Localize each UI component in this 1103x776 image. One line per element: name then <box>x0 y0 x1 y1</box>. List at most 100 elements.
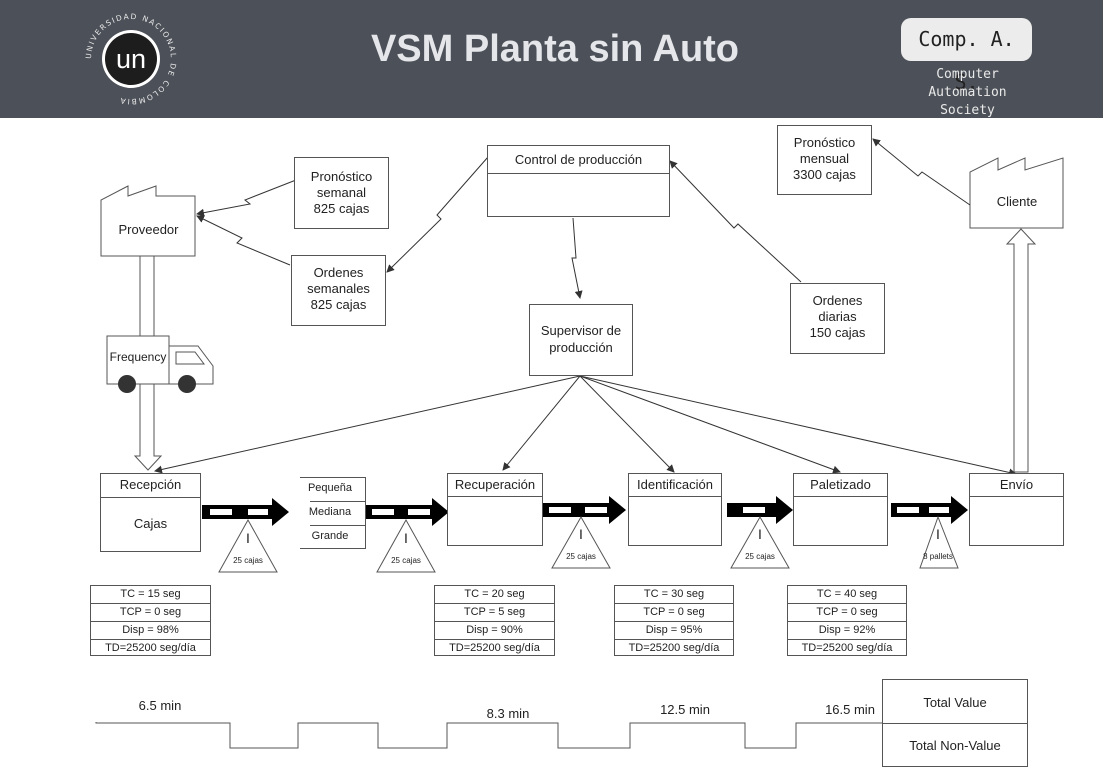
data-tcp: TCP = 0 seg <box>788 604 906 622</box>
data-box: TC = 15 seg TCP = 0 seg Disp = 98% TD=25… <box>90 585 211 656</box>
inventory-label: 25 cajas <box>745 552 775 561</box>
control-produccion-box: Control de producción <box>487 145 670 217</box>
inventory-triangle <box>730 515 790 569</box>
push-arrow <box>891 496 968 524</box>
inventory-label: 25 cajas <box>566 552 596 561</box>
timeline-time: 8.3 min <box>486 706 530 721</box>
control-produccion-label: Control de producción <box>514 152 643 167</box>
process-name: Recuperación <box>454 477 536 492</box>
brand-badge: Comp. A. S. <box>901 18 1032 94</box>
info-arrow <box>196 179 297 217</box>
size-separator: Pequeña Mediana Grande <box>300 477 366 549</box>
inventory-label: 8 pallets <box>923 552 953 561</box>
inventory-label: 25 cajas <box>233 556 263 565</box>
proveedor-factory: Proveedor <box>101 196 196 257</box>
push-arrow <box>727 496 793 524</box>
size-item: Grande <box>311 530 349 542</box>
process-identificacion: Identificación <box>628 473 722 546</box>
data-tc: TC = 40 seg <box>788 586 906 604</box>
totals-box: Total Value Total Non-Value <box>882 679 1028 767</box>
inventory-glyph: I <box>579 526 583 542</box>
inventory-triangle <box>218 518 278 573</box>
process-name: Envío <box>999 477 1034 492</box>
data-disp: Disp = 98% <box>91 622 210 640</box>
page-title: VSM Planta sin Auto <box>370 28 740 70</box>
data-td: TD=25200 seg/día <box>105 642 196 654</box>
supervisor-text: Supervisor de producción <box>540 323 622 355</box>
inventory-glyph: I <box>404 530 408 546</box>
cliente-factory-icon <box>969 157 1064 229</box>
pronostico-semanal-box: Pronóstico semanal 825 cajas <box>294 157 389 229</box>
timeline <box>95 722 883 749</box>
process-name: Identificación <box>637 477 713 492</box>
pronostico-semanal-text: Pronóstico semanal 825 cajas <box>310 169 373 216</box>
header-bar: UNIVERSIDAD NACIONAL DE COLOMBIA un VSM … <box>0 0 1103 118</box>
size-item: Pequeña <box>307 482 353 494</box>
data-td: TD=25200 seg/día <box>628 642 720 654</box>
data-box: TC = 40 seg TCP = 0 seg Disp = 92% TD=25… <box>787 585 907 656</box>
data-td: TD=25200 seg/día <box>449 642 540 654</box>
data-disp: Disp = 92% <box>788 622 906 640</box>
data-tcp: TCP = 0 seg <box>91 604 210 622</box>
process-paletizado: Paletizado <box>793 473 888 546</box>
info-arrow <box>386 156 489 273</box>
timeline-time: 12.5 min <box>660 702 710 717</box>
data-tcp: TCP = 0 seg <box>615 604 733 622</box>
supervisor-arrow <box>579 375 675 473</box>
timeline-time: 16.5 min <box>825 702 875 717</box>
ordenes-semanales-text: Ordenes semanales 825 cajas <box>307 265 370 312</box>
data-box: TC = 20 seg TCP = 5 seg Disp = 90% TD=25… <box>434 585 555 656</box>
process-recuperacion: Recuperación <box>447 473 543 546</box>
process-envio: Envío <box>969 473 1064 546</box>
data-tc: TC = 30 seg <box>615 586 733 604</box>
info-arrow <box>669 160 802 283</box>
inventory-triangle <box>919 515 959 569</box>
data-disp: Disp = 90% <box>435 622 554 640</box>
inventory-glyph: I <box>246 530 250 546</box>
supervisor-box: Supervisor de producción <box>529 304 633 376</box>
pronostico-mensual-box: Pronóstico mensual 3300 cajas <box>777 125 872 195</box>
truck-frequency-label: Frequency <box>109 350 167 364</box>
size-item: Mediana <box>308 506 352 518</box>
process-recepcion: Recepción Cajas <box>100 473 201 552</box>
data-disp: Disp = 95% <box>615 622 733 640</box>
brand-subtitle: Computer Automation Society <box>928 67 1007 118</box>
cliente-label: Cliente <box>996 194 1038 209</box>
ordenes-semanales-box: Ordenes semanales 825 cajas <box>291 255 386 326</box>
info-arrow <box>571 217 583 299</box>
supervisor-arrow <box>502 375 581 471</box>
supervisor-arrow <box>579 375 841 474</box>
process-name: Recepción <box>119 477 182 492</box>
info-arrow <box>196 215 291 266</box>
supervisor-arrow <box>579 375 1017 477</box>
inventory-glyph: I <box>758 526 762 542</box>
push-arrow <box>202 498 289 526</box>
ordenes-diarias-box: Ordenes diarias 150 cajas <box>790 283 885 354</box>
data-tcp: TCP = 5 seg <box>435 604 554 622</box>
customer-shipment-arrow <box>1005 228 1037 473</box>
push-arrow <box>543 496 626 524</box>
total-value-label: Total Value <box>923 695 987 710</box>
inventory-glyph: I <box>936 526 940 542</box>
truck-icon <box>106 335 214 393</box>
push-arrow <box>366 498 449 526</box>
ordenes-diarias-text: Ordenes diarias 150 cajas <box>809 293 866 340</box>
data-td: TD=25200 seg/día <box>801 642 893 654</box>
logo-text: un <box>116 44 146 74</box>
data-tc: TC = 20 seg <box>435 586 554 604</box>
proveedor-factory-icon <box>100 185 196 257</box>
proveedor-label: Proveedor <box>118 222 179 237</box>
process-name: Paletizado <box>810 477 871 492</box>
supervisor-arrow <box>154 375 581 474</box>
university-logo: UNIVERSIDAD NACIONAL DE COLOMBIA un <box>82 10 180 108</box>
data-box: TC = 30 seg TCP = 0 seg Disp = 95% TD=25… <box>614 585 734 656</box>
info-arrow <box>872 138 971 206</box>
pronostico-mensual-text: Pronóstico mensual 3300 cajas <box>793 135 856 182</box>
total-non-value-label: Total Non-Value <box>909 738 1001 753</box>
inventory-triangle <box>551 515 611 569</box>
data-tc: TC = 15 seg <box>91 586 210 604</box>
process-body: Cajas <box>133 516 168 531</box>
timeline-time: 6.5 min <box>138 698 182 713</box>
inventory-label: 25 cajas <box>391 556 421 565</box>
